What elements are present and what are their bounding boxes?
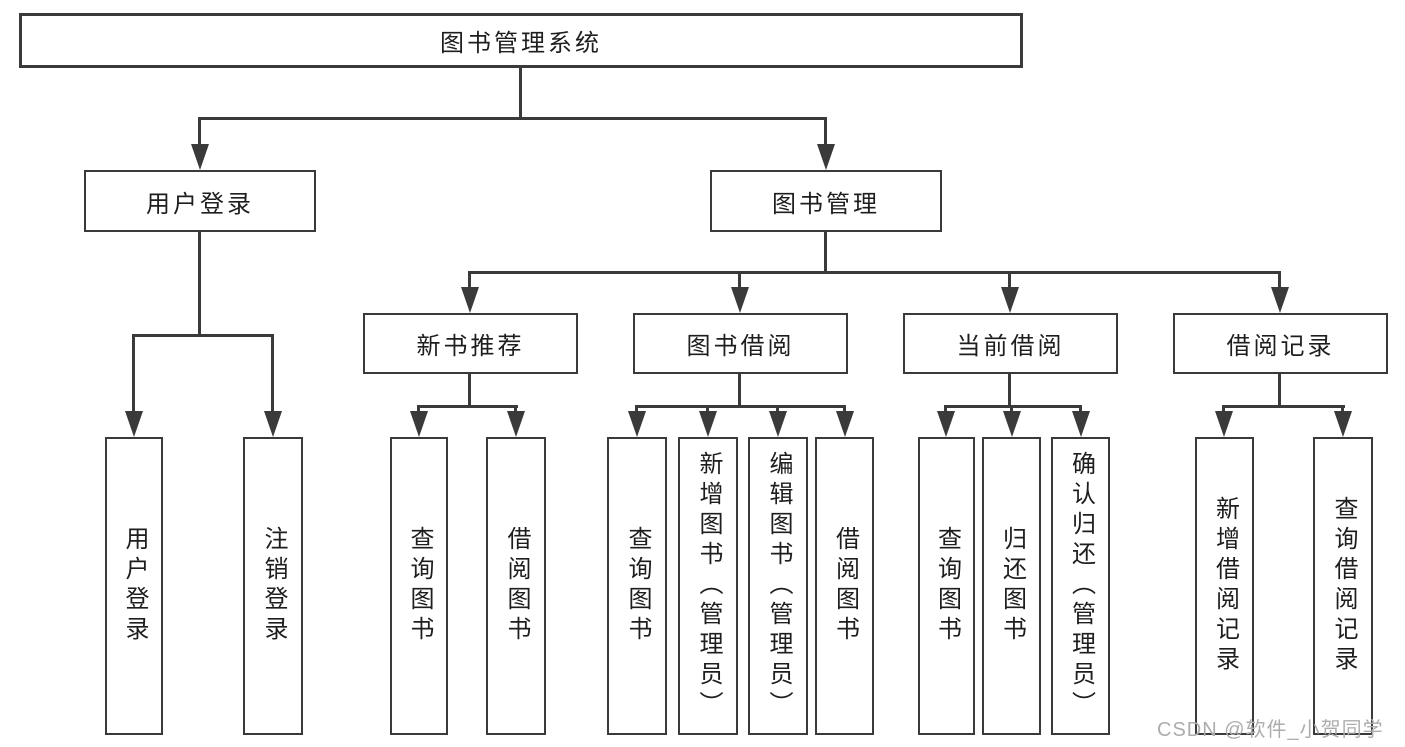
node-library-management-system: 图书管理系统 (19, 13, 1023, 68)
leaf-label: 新增图书（管理员） (695, 451, 722, 721)
connector-stem-book-management (824, 117, 827, 146)
leaf-label: 查询图书 (624, 526, 651, 646)
leaf-query-books-recommend: 查询图书 (390, 437, 448, 735)
connector-records-bar (1222, 405, 1345, 408)
leaf-label: 查询图书 (406, 526, 433, 646)
arrowhead-leaf-user-login (125, 411, 143, 437)
node-book-management: 图书管理 (710, 170, 942, 232)
csdn-watermark: CSDN @软件_小贺同学 (1157, 719, 1384, 741)
arrowhead-confirm-return-admin (1072, 411, 1090, 437)
leaf-query-borrow-record: 查询借阅记录 (1313, 437, 1373, 735)
node-label: 当前借阅 (956, 333, 1065, 360)
leaf-label: 归还图书 (998, 526, 1026, 646)
connector-book-management-bar (468, 271, 1281, 274)
leaf-label: 编辑图书（管理员） (765, 451, 792, 721)
connector-records-trunk (1278, 374, 1281, 408)
arrowhead-return-books (1003, 411, 1021, 437)
leaf-user-login: 用户登录 (105, 437, 163, 735)
arrowhead-query-borrow-record (1334, 411, 1352, 437)
node-user-login: 用户登录 (84, 170, 316, 232)
connector-stem-borrowing-records (1278, 271, 1281, 289)
leaf-label: 注销登录 (260, 526, 287, 646)
leaf-borrow-books-borrowing: 借阅图书 (815, 437, 874, 735)
connector-stem-query-borrow-record (1341, 405, 1344, 413)
leaf-label: 用户登录 (121, 526, 148, 646)
arrowhead-book-management (817, 144, 835, 170)
connector-stem-borrow-books-recommend (514, 405, 517, 413)
leaf-label: 查询借阅记录 (1330, 496, 1357, 676)
leaf-query-books-current: 查询图书 (918, 437, 975, 735)
arrowhead-new-book-recommendation (461, 287, 479, 313)
arrowhead-add-books-admin (699, 411, 717, 437)
leaf-logout: 注销登录 (243, 437, 303, 735)
connector-stem-user-login (198, 117, 201, 146)
leaf-label: 查询图书 (933, 526, 961, 646)
arrowhead-leaf-logout (264, 411, 282, 437)
connector-root-trunk (519, 66, 522, 119)
node-new-book-recommendation: 新书推荐 (363, 313, 578, 374)
connector-stem-query-books-recommend (417, 405, 420, 413)
leaf-edit-books-admin: 编辑图书（管理员） (748, 437, 808, 735)
connector-book-management-trunk (824, 232, 827, 274)
connector-stem-add-borrow-record (1222, 405, 1225, 413)
node-label: 用户登录 (146, 190, 254, 218)
arrowhead-add-borrow-record (1215, 411, 1233, 437)
connector-root-bar (198, 117, 827, 120)
arrowhead-current-borrowing (1001, 287, 1019, 313)
connector-current-bar (944, 405, 1082, 408)
leaf-label: 新增借阅记录 (1211, 496, 1239, 676)
node-label: 图书管理系统 (440, 30, 602, 57)
connector-stem-borrow-books-borrowing (843, 405, 846, 413)
connector-borrowing-trunk (738, 374, 741, 408)
connector-stem-add-books-admin (706, 405, 709, 413)
arrowhead-query-books-recommend (410, 411, 428, 437)
connector-user-login-trunk (198, 232, 201, 336)
arrowhead-edit-books-admin (769, 411, 787, 437)
leaf-return-books: 归还图书 (982, 437, 1041, 735)
arrowhead-book-borrowing (731, 287, 749, 313)
node-borrowing-records: 借阅记录 (1173, 313, 1388, 374)
connector-stem-book-borrowing (738, 271, 741, 289)
leaf-label: 确认归还（管理员） (1067, 451, 1095, 721)
leaf-add-borrow-record: 新增借阅记录 (1195, 437, 1254, 735)
leaf-confirm-return-admin: 确认归还（管理员） (1051, 437, 1110, 735)
connector-recommend-bar (417, 405, 518, 408)
arrowhead-user-login (191, 144, 209, 170)
node-label: 图书借阅 (686, 333, 795, 360)
leaf-query-books-borrowing: 查询图书 (607, 437, 667, 735)
connector-recommend-trunk (468, 374, 471, 408)
connector-stem-leaf-logout (271, 334, 274, 413)
leaf-borrow-books-recommend: 借阅图书 (486, 437, 546, 735)
connector-user-login-bar (132, 334, 274, 337)
connector-borrowing-bar (635, 405, 846, 408)
node-label: 图书管理 (772, 190, 880, 218)
connector-stem-current-borrowing (1008, 271, 1011, 289)
connector-stem-query-books-borrowing (635, 405, 638, 413)
arrowhead-query-books-borrowing (628, 411, 646, 437)
connector-stem-return-books (1010, 405, 1013, 413)
leaf-label: 借阅图书 (503, 526, 530, 646)
leaf-label: 借阅图书 (831, 526, 859, 646)
connector-stem-query-books-current (944, 405, 947, 413)
arrowhead-borrow-books-recommend (507, 411, 525, 437)
node-label: 新书推荐 (416, 333, 525, 360)
node-current-borrowing: 当前借阅 (903, 313, 1118, 374)
arrowhead-borrow-books-borrowing (836, 411, 854, 437)
node-label: 借阅记录 (1226, 333, 1335, 360)
arrowhead-query-books-current (937, 411, 955, 437)
connector-stem-confirm-return-admin (1079, 405, 1082, 413)
connector-stem-edit-books-admin (776, 405, 779, 413)
connector-current-trunk (1008, 374, 1011, 408)
leaf-add-books-admin: 新增图书（管理员） (678, 437, 738, 735)
arrowhead-borrowing-records (1271, 287, 1289, 313)
node-book-borrowing: 图书借阅 (633, 313, 848, 374)
connector-stem-leaf-user-login (132, 334, 135, 413)
connector-stem-new-book-recommendation (468, 271, 471, 289)
